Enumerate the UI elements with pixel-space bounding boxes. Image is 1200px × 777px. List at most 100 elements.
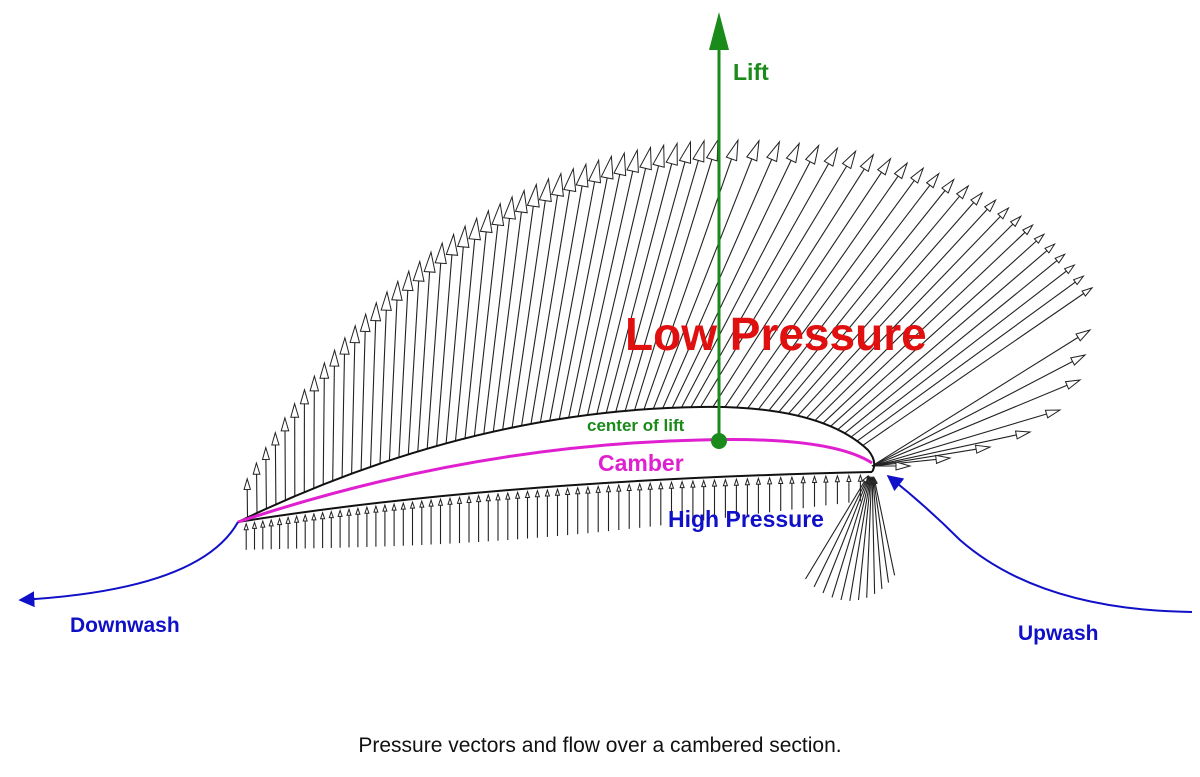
lower-pressure-vector-head bbox=[437, 497, 444, 506]
high-pressure-label: High Pressure bbox=[668, 506, 824, 532]
upper-pressure-vector-head bbox=[692, 138, 705, 163]
lower-pressure-vector-head bbox=[485, 493, 491, 502]
lower-pressure-vector-head bbox=[811, 474, 818, 483]
lower-pressure-vector-head bbox=[585, 485, 591, 494]
upper-pressure-vector-head bbox=[445, 232, 459, 256]
upper-pressure-vector-head bbox=[329, 348, 340, 367]
upper-pressure-vector bbox=[862, 293, 1085, 446]
stagnation-pressure-vector bbox=[831, 482, 868, 598]
lower-pressure-vector-head bbox=[564, 486, 571, 495]
upper-pressure-vector-head bbox=[955, 184, 970, 200]
upper-pressure-vector-head bbox=[909, 166, 925, 184]
upper-pressure-vector-head bbox=[370, 300, 382, 322]
upper-pressure-vector bbox=[341, 354, 346, 478]
lower-pressure-vector-head bbox=[355, 506, 361, 515]
lower-pressure-vector-head bbox=[755, 476, 762, 485]
upper-pressure-vector bbox=[568, 174, 621, 418]
lower-pressure-vector-head bbox=[766, 476, 773, 485]
upper-pressure-vector bbox=[369, 320, 377, 467]
lower-pressure-vector-head bbox=[800, 475, 806, 484]
upper-pressure-vector-head bbox=[514, 188, 528, 214]
lower-pressure-vector-head bbox=[789, 475, 795, 484]
upper-pressure-vector-head bbox=[925, 172, 940, 189]
upper-pressure-vector bbox=[322, 378, 325, 485]
upper-pressure-vector bbox=[379, 310, 387, 464]
lower-pressure-vector-head bbox=[778, 475, 784, 484]
upper-pressure-vector bbox=[426, 263, 442, 449]
downwash-flow-line bbox=[18, 521, 239, 608]
stagnation-pressure-vector bbox=[872, 483, 883, 589]
camber-line bbox=[237, 437, 873, 524]
lift-label: Lift bbox=[733, 59, 769, 85]
upper-pressure-vector-head bbox=[587, 158, 602, 184]
upper-pressure-vector bbox=[768, 190, 946, 411]
stagnation-pressure-vector bbox=[866, 483, 872, 598]
upper-pressure-vector-head bbox=[859, 153, 875, 173]
upper-pressure-vector bbox=[605, 163, 673, 413]
upper-pressure-vector bbox=[332, 365, 335, 481]
upper-pressure-vector bbox=[511, 200, 546, 428]
leading-edge-pressure-vector-head bbox=[1064, 379, 1082, 390]
lower-pressure-vector-head bbox=[722, 478, 729, 487]
upper-pressure-vector-head bbox=[359, 312, 371, 333]
upper-pressure-vector-head bbox=[456, 224, 470, 248]
lower-pressure-vector-head bbox=[626, 482, 632, 491]
stagnation-pressure-vector bbox=[874, 483, 896, 576]
lower-pressure-vector-head bbox=[744, 477, 751, 486]
upper-pressure-vector-head bbox=[538, 177, 552, 203]
upper-pressure-vector bbox=[681, 161, 811, 408]
upper-pressure-vector bbox=[502, 206, 534, 430]
upper-pressure-vector-head bbox=[876, 157, 892, 176]
lower-pressure-vector-head bbox=[419, 499, 425, 508]
upper-pressure-vector bbox=[530, 190, 571, 424]
upper-pressure-vector-head bbox=[319, 361, 330, 379]
lower-pressure-vector-head bbox=[302, 513, 308, 522]
upper-pressure-vector-head bbox=[665, 141, 678, 166]
upper-pressure-vector-head bbox=[804, 143, 820, 165]
upper-pressure-vector bbox=[586, 168, 647, 416]
upper-pressure-vector bbox=[454, 239, 476, 441]
lower-pressure-vector-head bbox=[328, 510, 334, 519]
lower-pressure-vector-head bbox=[514, 490, 521, 499]
lower-pressure-vector-head bbox=[575, 486, 581, 495]
lower-pressure-vector-head bbox=[733, 477, 740, 486]
upper-pressure-vector bbox=[398, 290, 409, 458]
upper-pressure-vector-head bbox=[349, 323, 361, 344]
lower-pressure-vector-head bbox=[260, 519, 266, 528]
upper-pressure-vector-head bbox=[309, 374, 320, 392]
upper-pressure-vector-head bbox=[1081, 286, 1094, 297]
upper-pressure-vector bbox=[492, 212, 522, 432]
upper-pressure-vector bbox=[274, 444, 277, 505]
upper-pressure-vector bbox=[814, 223, 1014, 421]
lower-pressure-vector-head bbox=[364, 505, 370, 514]
upper-pressure-vector bbox=[806, 216, 1001, 419]
lower-pressure-vector-head bbox=[495, 492, 501, 501]
upper-pressure-vector-head bbox=[290, 401, 300, 418]
leading-edge-pressure-vector bbox=[871, 361, 1073, 467]
lower-pressure-vector-head bbox=[690, 479, 696, 488]
upper-pressure-vector bbox=[360, 331, 366, 471]
lower-pressure-vector-head bbox=[382, 503, 388, 512]
upper-pressure-vector-head bbox=[423, 250, 436, 273]
upper-pressure-vector-head bbox=[502, 195, 516, 220]
lower-pressure-vector-head bbox=[647, 481, 653, 490]
upper-pressure-vector-head bbox=[841, 149, 857, 170]
stagnation-pressure-vector bbox=[873, 483, 890, 583]
upper-pressure-vector-head bbox=[893, 161, 909, 180]
leading-edge-pressure-vector-head bbox=[1044, 409, 1062, 419]
leading-edge-pressure-vector-head bbox=[895, 461, 912, 471]
lower-pressure-vector-head bbox=[834, 474, 841, 483]
lower-pressure-vector-head bbox=[605, 484, 612, 493]
upper-pressure-vector-head bbox=[434, 241, 447, 265]
upper-pressure-vector-head bbox=[252, 461, 261, 475]
upwash-flow-line bbox=[886, 475, 1193, 613]
upper-pressure-vector-head bbox=[1054, 253, 1067, 264]
lower-pressure-vector-head bbox=[534, 489, 541, 498]
upper-pressure-vector bbox=[797, 208, 988, 417]
upper-pressure-vector bbox=[407, 280, 420, 455]
trailing-edge-pressure-vectors bbox=[805, 474, 896, 601]
upper-pressure-vector-head bbox=[299, 387, 310, 405]
upper-pressure-vector-head bbox=[746, 139, 760, 162]
stagnation-pressure-vector bbox=[822, 482, 867, 594]
